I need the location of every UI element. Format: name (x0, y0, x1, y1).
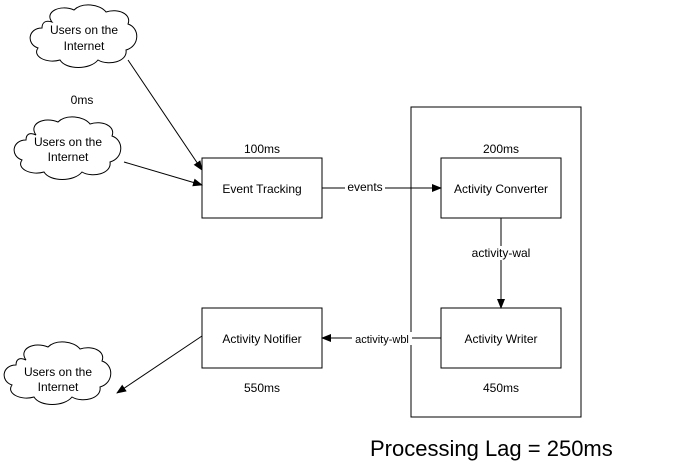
users-cloud-bottom-line2: Internet (38, 380, 79, 394)
arrow-notifier-to-users-bottom (116, 335, 203, 394)
activity-converter-label: Activity Converter (454, 182, 548, 196)
activity-writer-node: Activity Writer (440, 307, 562, 369)
edge-label-activity-wbl: activity-wbl (355, 334, 409, 346)
users-cloud-middle-line1: Users on the (34, 135, 102, 149)
event-tracking-label: Event Tracking (222, 182, 301, 196)
users-cloud-bottom-line1: Users on the (24, 365, 92, 379)
activity-converter-latency: 200ms (483, 142, 519, 156)
event-tracking-latency: 100ms (244, 142, 280, 156)
arrow-users-top-to-event-tracking (127, 59, 203, 171)
edge-label-activity-wal: activity-wal (472, 246, 531, 260)
processing-lag-label: Processing Lag = 250ms (370, 436, 613, 461)
event-tracking-node: Event Tracking (201, 157, 323, 219)
activity-writer-latency: 450ms (483, 381, 519, 395)
users-latency-label: 0ms (71, 93, 94, 107)
users-cloud-bottom: Users on the Internet (3, 341, 112, 405)
arrow-users-middle-to-event-tracking (123, 161, 203, 187)
users-cloud-top: Users on the Internet (29, 4, 138, 68)
activity-notifier-label: Activity Notifier (222, 332, 301, 346)
activity-converter-node: Activity Converter (440, 157, 562, 219)
activity-notifier-latency: 550ms (244, 381, 280, 395)
activity-notifier-node: Activity Notifier (201, 307, 323, 369)
users-cloud-middle-line2: Internet (48, 150, 89, 164)
activity-writer-label: Activity Writer (464, 332, 537, 346)
users-cloud-top-line2: Internet (64, 39, 105, 53)
users-cloud-top-line1: Users on the (50, 23, 118, 37)
users-cloud-middle: Users on the Internet (13, 116, 122, 180)
edge-label-events: events (347, 180, 382, 194)
